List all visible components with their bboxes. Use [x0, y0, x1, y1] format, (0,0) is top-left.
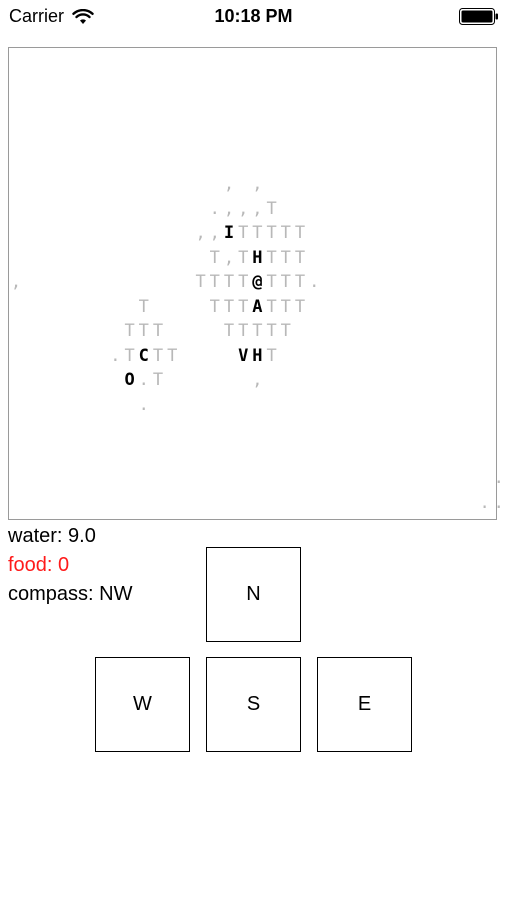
map-tile: T — [294, 223, 306, 243]
map-tile: I — [223, 223, 235, 243]
south-button[interactable]: S — [206, 657, 301, 752]
battery-full-icon — [459, 8, 498, 25]
north-button[interactable]: N — [206, 547, 301, 642]
map-tile: T — [124, 345, 135, 366]
map-tile: T — [294, 247, 306, 268]
map-tile: T — [252, 223, 263, 243]
map-tile: H — [252, 247, 263, 268]
map-tile: , — [10, 272, 22, 292]
map-tile: . — [309, 272, 320, 292]
map-tile: T — [209, 272, 220, 292]
carrier-label: Carrier — [9, 6, 94, 27]
map-tile: T — [280, 272, 291, 292]
map-tile: T — [209, 296, 220, 317]
west-button[interactable]: W — [95, 657, 190, 752]
map-tile: . — [110, 345, 121, 366]
map-tile: V — [238, 345, 249, 366]
map-tile: . — [479, 492, 490, 513]
water-stat: water: 9.0 — [8, 525, 96, 547]
map-tile: T — [280, 223, 291, 243]
map-tile: T — [238, 272, 249, 292]
food-stat: food: 0 — [8, 554, 70, 576]
map-tile: . — [138, 394, 149, 415]
map-tile: T — [266, 345, 277, 366]
map-tile: A — [252, 296, 263, 317]
map-tile: , — [223, 174, 235, 194]
map-tile: . — [209, 198, 220, 219]
wifi-icon — [72, 8, 94, 24]
map-tile: , — [252, 198, 263, 219]
map-tile: T — [209, 247, 220, 268]
map-tile: T — [238, 247, 249, 268]
map-tile: T — [223, 296, 235, 317]
map-tile: T — [294, 296, 306, 317]
map-tile: . — [493, 468, 504, 488]
map-tile: , — [195, 223, 206, 243]
map-tile: T — [266, 321, 277, 341]
map-tile: T — [280, 321, 291, 341]
map-tile: , — [238, 198, 249, 219]
map-tile: T — [280, 296, 291, 317]
map-tile: O — [124, 370, 135, 390]
map-tile: T — [238, 296, 249, 317]
map-tile: , — [252, 370, 263, 390]
compass-stat: compass: NW — [8, 583, 133, 605]
map-tile: T — [266, 247, 277, 268]
map-tile: H — [252, 345, 263, 366]
map-tile: . — [138, 370, 149, 390]
map-tile: T — [266, 198, 277, 219]
map-tile: T — [152, 370, 164, 390]
map-tile: T — [152, 345, 164, 366]
map-tile: T — [167, 345, 178, 366]
map-tile: T — [238, 223, 249, 243]
map-tile: , — [223, 198, 235, 219]
map-tile: , — [223, 247, 235, 268]
map-tile: , — [209, 223, 220, 243]
map-tile: . — [493, 492, 504, 513]
map-tile: T — [238, 321, 249, 341]
map-tile: @ — [252, 272, 263, 292]
status-bar: Carrier 10:18 PM — [0, 0, 507, 34]
carrier-name: Carrier — [9, 6, 65, 26]
map-tile: T — [252, 321, 263, 341]
map-tile: T — [223, 321, 235, 341]
map-tile: T — [138, 296, 149, 317]
map-tile: T — [124, 321, 135, 341]
map-tile: T — [152, 321, 164, 341]
map-tile: , — [252, 174, 263, 194]
map-tile: T — [266, 296, 277, 317]
map-tile: T — [223, 272, 235, 292]
map-tile: T — [266, 272, 277, 292]
east-button[interactable]: E — [317, 657, 412, 752]
map-tile: T — [138, 321, 149, 341]
map-tile: T — [280, 247, 291, 268]
map-tile: C — [138, 345, 149, 366]
map-tile: T — [195, 272, 206, 292]
map-tile: T — [294, 272, 306, 292]
map-tile: T — [266, 223, 277, 243]
clock: 10:18 PM — [214, 6, 293, 26]
